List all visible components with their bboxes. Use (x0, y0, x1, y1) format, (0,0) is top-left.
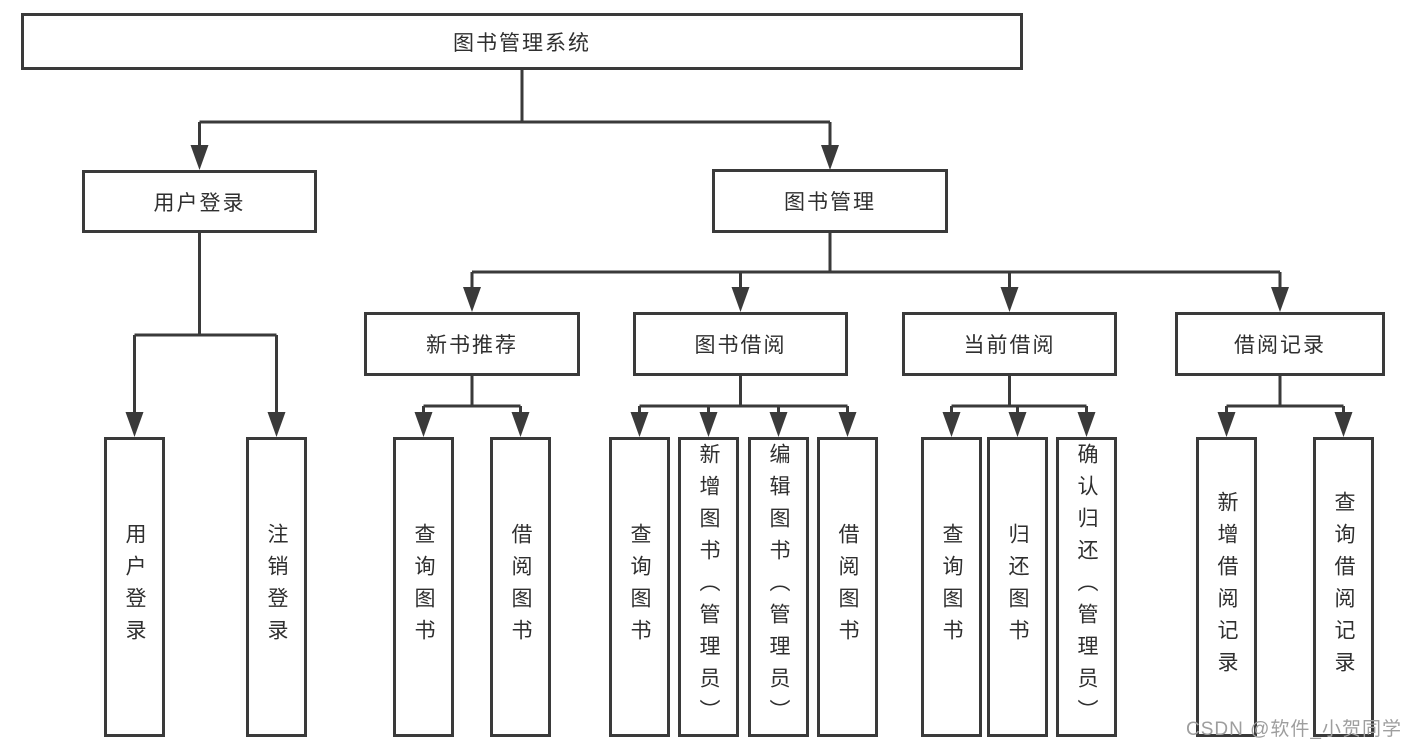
node-label: 借阅记录 (1234, 334, 1326, 357)
leaf-label: 新增借阅记录 (1215, 491, 1238, 683)
leaf-label: 查询图书 (628, 523, 651, 651)
connector-borrowing-records (1217, 376, 1353, 437)
leaf-edit-book-admin: 编辑图书（管理员） (748, 437, 809, 737)
leaf-label: 编辑图书（管理员） (767, 443, 790, 731)
leaf-label: 归还图书 (1006, 523, 1029, 651)
node-borrowing-records: 借阅记录 (1175, 312, 1385, 376)
node-label: 图书借阅 (694, 334, 787, 357)
leaf-query-books-recommend: 查询图书 (393, 437, 454, 737)
leaf-user-login: 用户登录 (104, 437, 165, 737)
leaf-label: 查询图书 (412, 523, 435, 651)
arrowhead (630, 412, 649, 437)
arrowhead (511, 412, 530, 437)
arrowhead (1008, 412, 1027, 437)
leaf-confirm-return-admin: 确认归还（管理员） (1056, 437, 1117, 737)
connector-root (190, 70, 839, 170)
arrowhead (1334, 412, 1353, 437)
arrowhead (125, 412, 144, 437)
connector-new-book-recommend (414, 376, 530, 437)
arrowhead (463, 287, 481, 312)
leaf-borrow-books: 借阅图书 (817, 437, 878, 737)
leaf-label: 借阅图书 (836, 523, 859, 651)
arrowhead (414, 412, 433, 437)
node-current-borrowing: 当前借阅 (902, 312, 1117, 376)
watermark: CSDN @软件_小贺同学 (1186, 719, 1402, 740)
arrowhead (1077, 412, 1096, 437)
arrowhead (1000, 287, 1019, 312)
leaf-label: 查询图书 (940, 523, 963, 651)
connector-current-borrowing (942, 376, 1096, 437)
arrowhead (190, 145, 209, 170)
arrowhead (699, 412, 718, 437)
arrowhead (769, 412, 788, 437)
leaf-borrow-books-recommend: 借阅图书 (490, 437, 551, 737)
leaf-query-books-borrow: 查询图书 (609, 437, 670, 737)
leaf-label: 借阅图书 (509, 523, 532, 651)
node-label: 当前借阅 (963, 334, 1056, 357)
arrowhead (838, 412, 857, 437)
leaf-label: 用户登录 (123, 523, 146, 651)
leaf-logout: 注销登录 (246, 437, 307, 737)
node-label: 图书管理 (784, 191, 876, 214)
leaf-label: 注销登录 (265, 523, 288, 651)
arrowhead (1271, 287, 1289, 312)
arrowhead (821, 145, 839, 170)
leaf-add-book-admin: 新增图书（管理员） (678, 437, 739, 737)
node-root: 图书管理系统 (21, 13, 1023, 70)
node-book-management: 图书管理 (712, 169, 948, 233)
arrowhead (731, 287, 750, 312)
node-label: 新书推荐 (426, 334, 518, 357)
leaf-query-books-current: 查询图书 (921, 437, 982, 737)
leaf-label: 新增图书（管理员） (697, 443, 720, 731)
connector-book-management (463, 233, 1289, 312)
leaf-return-books: 归还图书 (987, 437, 1048, 737)
leaf-label: 确认归还（管理员） (1075, 443, 1098, 731)
node-label: 用户登录 (153, 191, 246, 215)
connector-user-login (125, 233, 286, 437)
leaf-label: 查询借阅记录 (1332, 491, 1355, 683)
node-label: 图书管理系统 (453, 31, 591, 55)
node-book-borrowing: 图书借阅 (633, 312, 848, 376)
node-user-login: 用户登录 (82, 170, 317, 233)
arrowhead (267, 412, 286, 437)
node-new-book-recommend: 新书推荐 (364, 312, 580, 376)
connector-book-borrowing (630, 376, 857, 437)
leaf-add-borrow-record: 新增借阅记录 (1196, 437, 1257, 737)
arrowhead (1217, 412, 1236, 437)
arrowhead (942, 412, 961, 437)
leaf-query-borrow-record: 查询借阅记录 (1313, 437, 1374, 737)
